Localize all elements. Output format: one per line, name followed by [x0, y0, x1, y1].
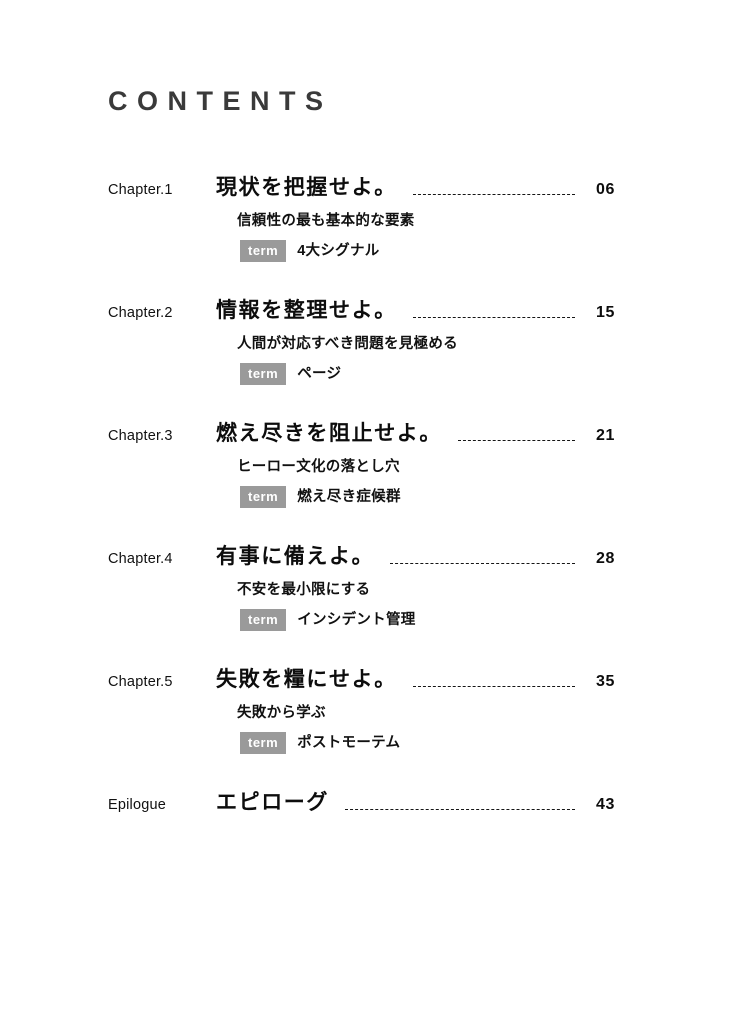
chapter-subtitle: 人間が対応すべき問題を見極める: [237, 336, 458, 353]
chapter-subtitle: ヒーロー文化の落とし穴: [237, 459, 400, 476]
toc-entry-sub-block: ヒーロー文化の落とし穴 term 燃え尽き症候群: [108, 458, 615, 509]
page-number: 35: [596, 673, 615, 691]
toc-entry[interactable]: Chapter.1 現状を把握せよ。 06 信頼性の最も基本的な要素 term …: [0, 175, 730, 263]
chapter-label: Chapter.4: [108, 551, 173, 568]
term-text: 燃え尽き症候群: [297, 488, 401, 505]
term-row: term ページ: [237, 363, 615, 386]
term-badge: term: [240, 486, 287, 509]
page-number: 43: [596, 796, 615, 814]
chapter-title: 現状を把握せよ。: [216, 176, 397, 199]
term-text: インシデント管理: [297, 611, 416, 628]
term-badge: term: [240, 609, 287, 632]
term-text: ポストモーテム: [297, 734, 401, 751]
chapter-label: Epilogue: [108, 797, 167, 814]
chapter-label: Chapter.3: [108, 428, 173, 445]
dotted-leader: [345, 809, 575, 811]
term-row: term 4大シグナル: [237, 240, 615, 263]
toc-entry[interactable]: Chapter.3 燃え尽きを阻止せよ。 21 ヒーロー文化の落とし穴 term…: [0, 421, 730, 509]
toc-entry-main-line: Chapter.1 現状を把握せよ。 06: [108, 175, 615, 200]
chapter-subtitle: 不安を最小限にする: [237, 582, 371, 599]
dotted-leader: [412, 686, 575, 688]
page-title: CONTENTS: [108, 86, 333, 116]
toc-entry-sub-block: 信頼性の最も基本的な要素 term 4大シグナル: [108, 212, 615, 263]
chapter-label: Chapter.1: [108, 182, 173, 198]
dotted-leader: [412, 317, 575, 319]
term-badge: term: [240, 363, 287, 386]
toc-entry-main-line: Chapter.3 燃え尽きを阻止せよ。 21: [108, 421, 615, 446]
toc-entry-main-line: Chapter.4 有事に備えよ。 28: [108, 544, 615, 569]
chapter-subtitle: 失敗から学ぶ: [237, 705, 326, 722]
page-number: 15: [596, 304, 615, 322]
toc-entry-sub-block: 失敗から学ぶ term ポストモーテム: [108, 704, 615, 755]
chapter-title: 情報を整理せよ。: [216, 299, 397, 323]
term-text: 4大シグナル: [297, 242, 380, 259]
term-text: ページ: [297, 365, 342, 382]
toc-entry-epilogue[interactable]: Epilogue エピローグ 43: [0, 790, 730, 815]
term-row: term 燃え尽き症候群: [237, 486, 615, 509]
term-badge: term: [240, 240, 287, 263]
dotted-leader: [412, 194, 575, 196]
page-number: 28: [596, 550, 615, 568]
term-row: term ポストモーテム: [237, 732, 615, 755]
dotted-leader: [458, 440, 575, 442]
dotted-leader: [390, 563, 575, 565]
toc-entry[interactable]: Chapter.2 情報を整理せよ。 15 人間が対応すべき問題を見極める te…: [0, 298, 730, 386]
toc-list: Chapter.1 現状を把握せよ。 06 信頼性の最も基本的な要素 term …: [0, 175, 730, 815]
chapter-title: 失敗を糧にせよ。: [216, 668, 397, 692]
chapter-title: 燃え尽きを阻止せよ。: [216, 422, 442, 446]
page-number: 21: [596, 427, 615, 445]
toc-entry-main-line: Epilogue エピローグ 43: [108, 790, 615, 815]
toc-entry-main-line: Chapter.5 失敗を糧にせよ。 35: [108, 667, 615, 692]
toc-entry-main-line: Chapter.2 情報を整理せよ。 15: [108, 298, 615, 323]
chapter-title: エピローグ: [216, 791, 329, 815]
chapter-title: 有事に備えよ。: [216, 545, 375, 569]
toc-entry[interactable]: Chapter.5 失敗を糧にせよ。 35 失敗から学ぶ term ポストモーテ…: [0, 667, 730, 755]
toc-entry[interactable]: Chapter.4 有事に備えよ。 28 不安を最小限にする term インシデ…: [0, 544, 730, 632]
toc-entry-sub-block: 人間が対応すべき問題を見極める term ページ: [108, 335, 615, 386]
chapter-subtitle: 信頼性の最も基本的な要素: [237, 213, 415, 230]
term-row: term インシデント管理: [237, 609, 615, 632]
chapter-label: Chapter.2: [108, 305, 173, 322]
page-number: 06: [596, 181, 615, 198]
term-badge: term: [240, 732, 287, 755]
chapter-label: Chapter.5: [108, 674, 173, 691]
toc-entry-sub-block: 不安を最小限にする term インシデント管理: [108, 581, 615, 632]
